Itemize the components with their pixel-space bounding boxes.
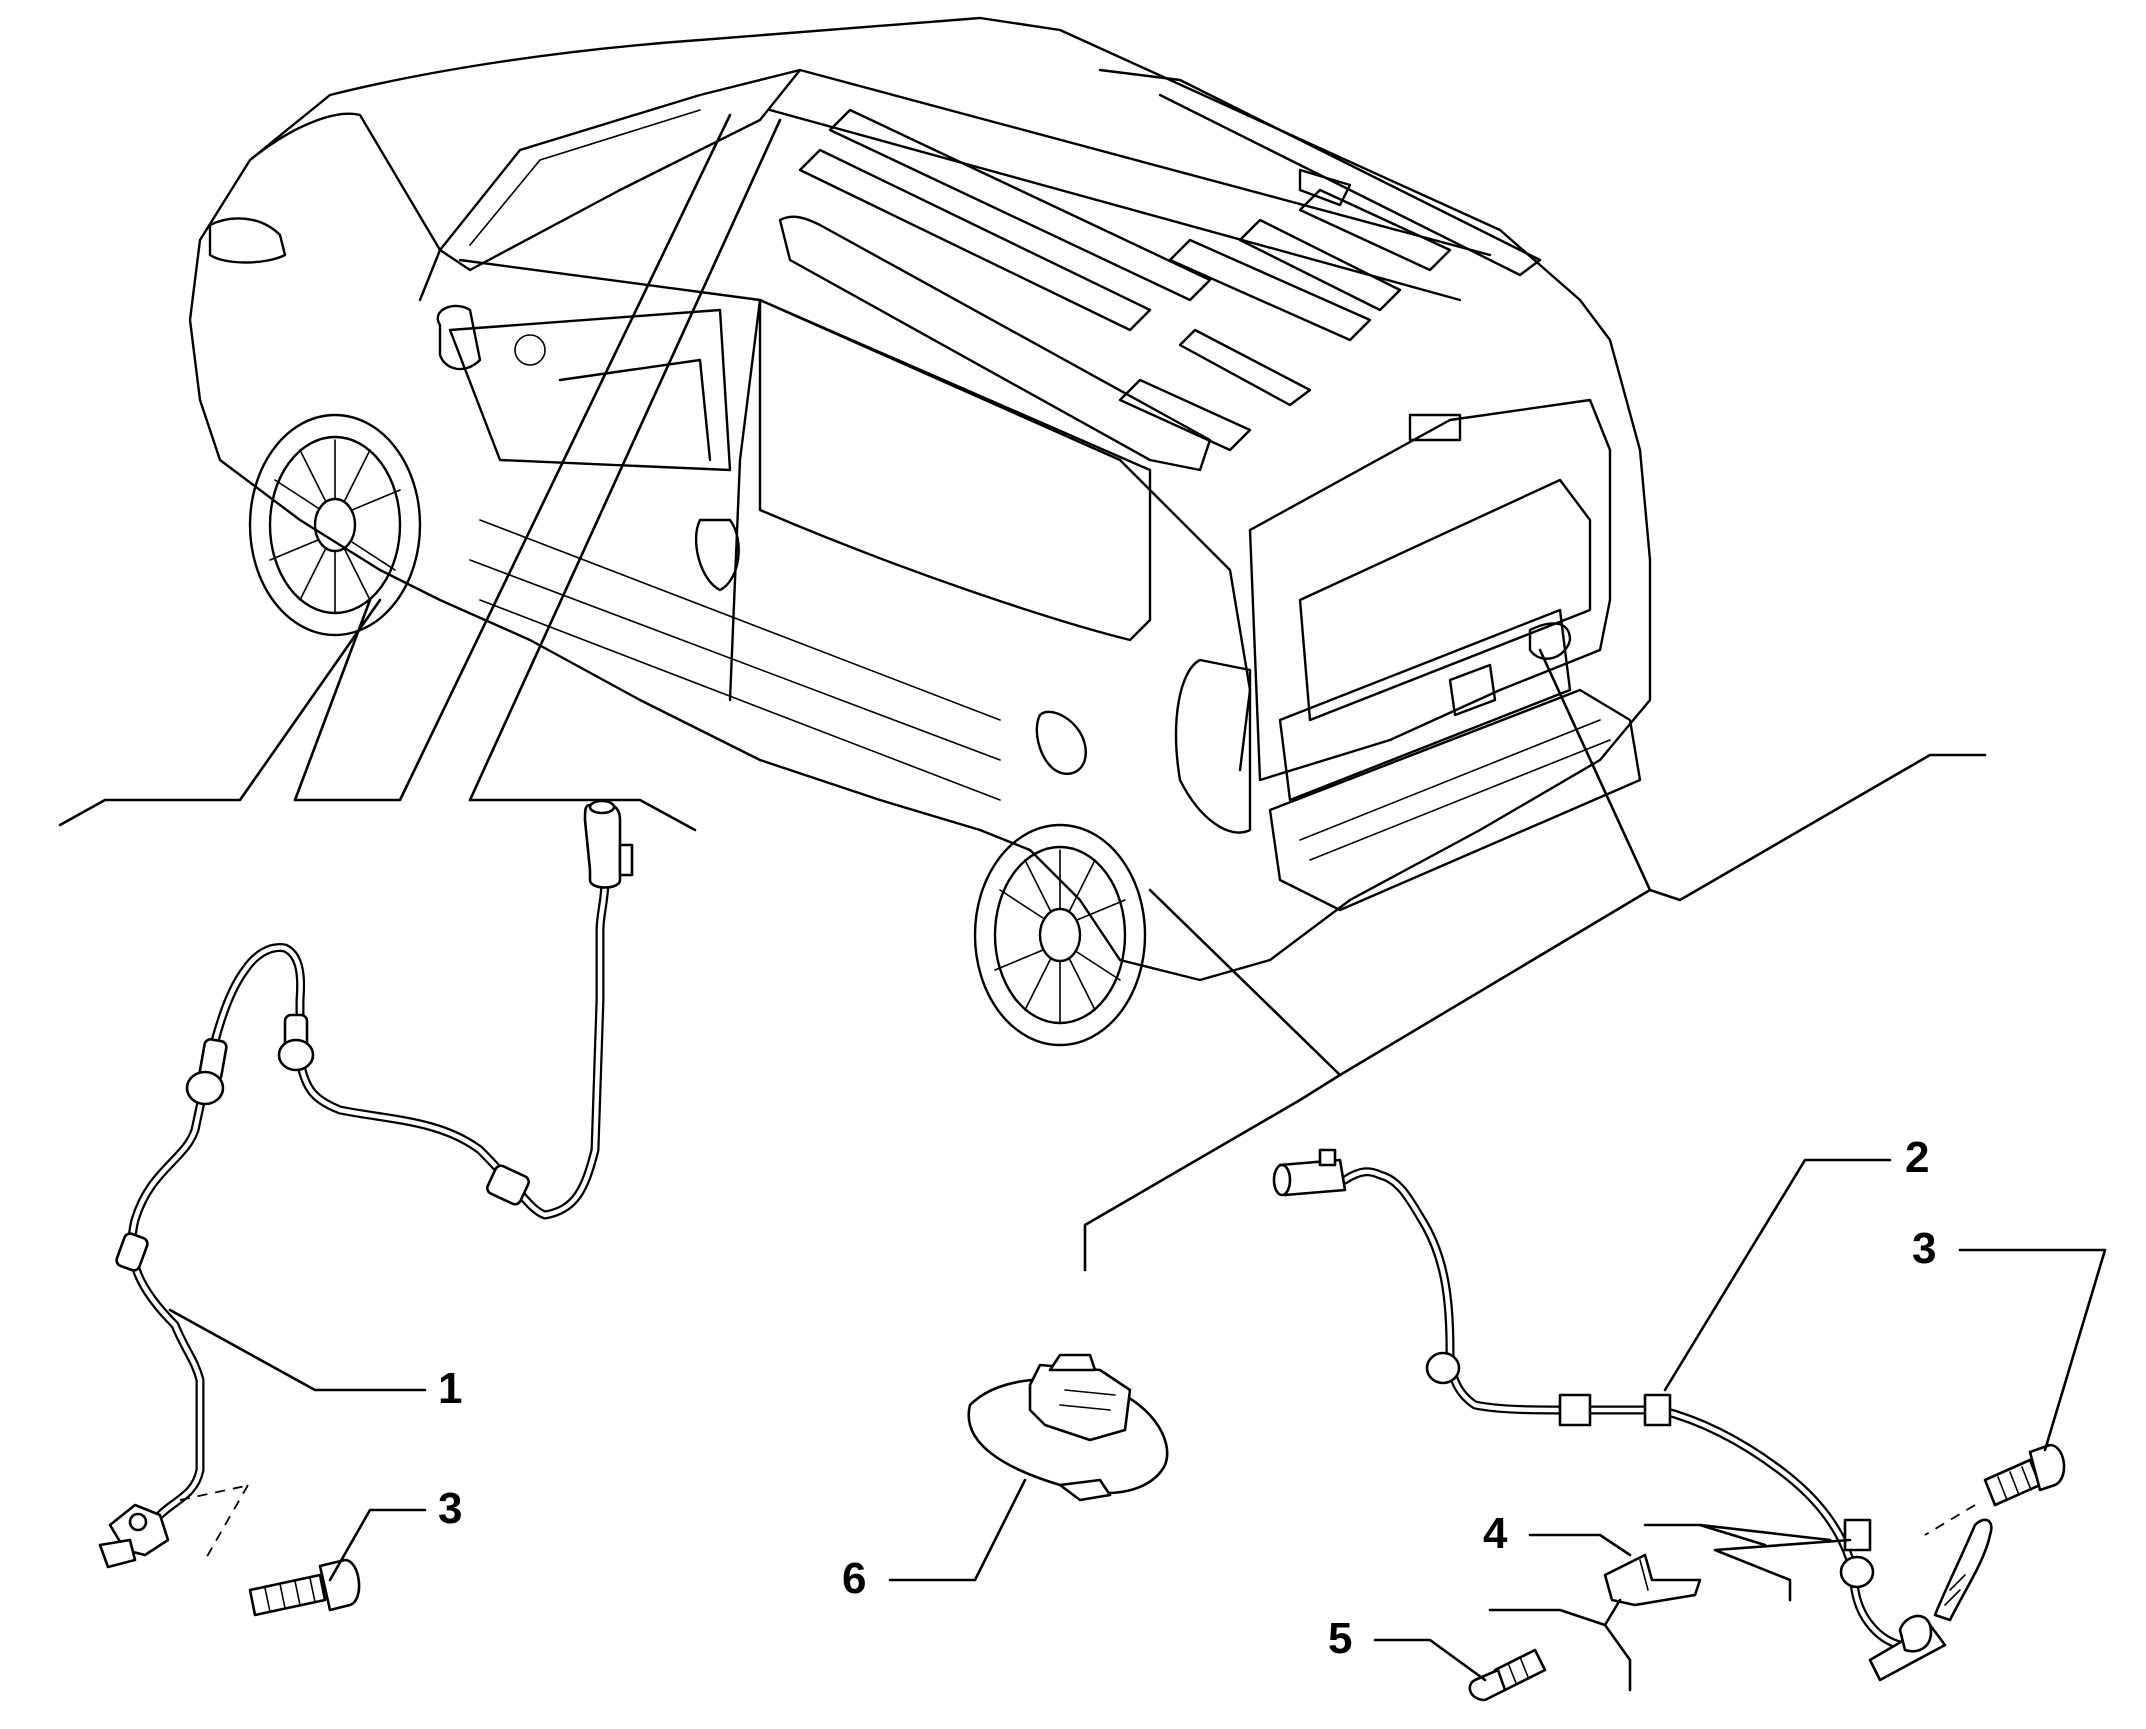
callout-2: 2 bbox=[1905, 1133, 1929, 1182]
front-bolt-guide-line-2 bbox=[179, 1484, 251, 1501]
rear-abs-sensor-cable bbox=[1272, 1148, 1993, 1682]
front-wheel bbox=[248, 413, 422, 637]
front-bolt-guide-line bbox=[204, 1484, 249, 1561]
callout-3-rear: 3 bbox=[1912, 1224, 1936, 1273]
front-abs-sensor-cable bbox=[98, 799, 634, 1569]
vehicle-leaders bbox=[58, 113, 1987, 1272]
callout-4: 4 bbox=[1483, 1509, 1508, 1558]
callout-1: 1 bbox=[438, 1364, 462, 1413]
callout-5: 5 bbox=[1328, 1614, 1352, 1663]
cable-bracket bbox=[1603, 1553, 1702, 1607]
rear-sensor-bolt bbox=[1983, 1443, 2066, 1507]
callout-labels: 1 2 3 3 4 5 6 bbox=[438, 1133, 1936, 1663]
callout-6: 6 bbox=[842, 1554, 866, 1603]
bracket-bolt bbox=[1468, 1648, 1547, 1702]
sensor-pad bbox=[967, 1353, 1169, 1502]
callout-leaders bbox=[168, 1158, 2107, 1692]
vehicle-illustration bbox=[188, 16, 1652, 1047]
callout-3-front: 3 bbox=[438, 1484, 462, 1533]
rear-bolt-guide-line bbox=[1924, 1504, 1976, 1536]
front-sensor-bolt bbox=[248, 1558, 361, 1617]
rear-wheel bbox=[973, 823, 1147, 1047]
